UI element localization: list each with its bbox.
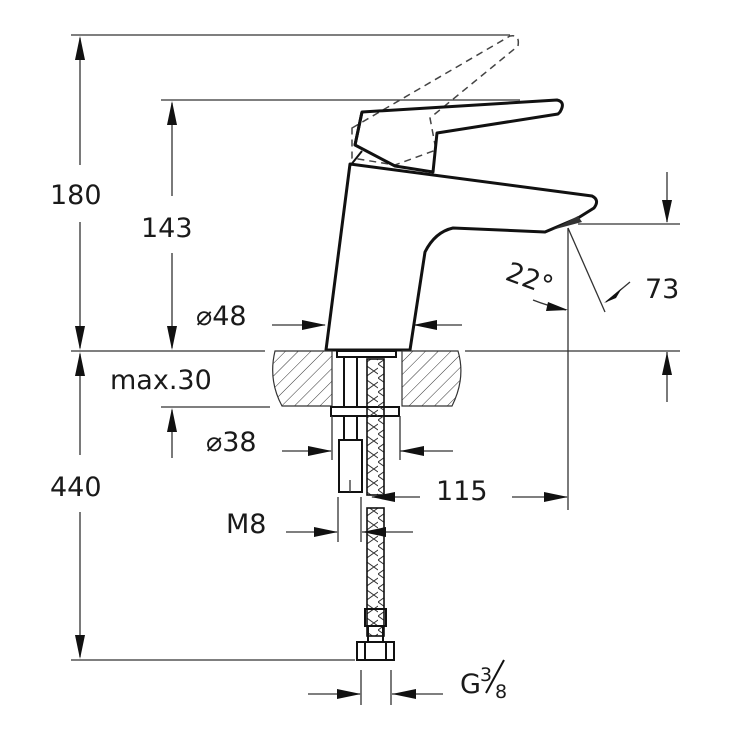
- label-m8: M8: [226, 509, 266, 540]
- countertop-section: [272, 350, 462, 407]
- label-143: 143: [141, 213, 193, 244]
- label-g-thread-denominator: 8: [495, 681, 507, 703]
- label-440: 440: [50, 472, 102, 503]
- dimension-440: 440: [50, 472, 102, 659]
- label-73: 73: [645, 274, 679, 305]
- label-diameter-38: ⌀38: [206, 427, 257, 458]
- faucet-body: [324, 162, 606, 352]
- label-angle-22: 22°: [502, 257, 558, 302]
- flexible-hose: [356, 358, 395, 661]
- mounting-hardware: [330, 350, 400, 493]
- dimension-73: 73: [604, 172, 679, 402]
- dimension-143: 143: [141, 101, 193, 350]
- reference-lines: [71, 34, 680, 661]
- label-115: 115: [436, 476, 488, 507]
- label-180: 180: [50, 180, 102, 211]
- lever-handle: [349, 98, 564, 174]
- dimension-m8: M8: [226, 497, 413, 542]
- lever-open-position-outline: [351, 34, 520, 166]
- dimension-angle-22: 22°: [502, 257, 568, 311]
- dimension-diameter-48: ⌀48: [196, 301, 462, 332]
- label-diameter-48: ⌀48: [196, 301, 247, 332]
- label-max-30: max.30: [110, 365, 212, 396]
- dimension-g-3-8: G 3 8: [308, 659, 507, 705]
- dimension-diameter-38: ⌀38: [206, 416, 453, 460]
- dimension-180: 180: [50, 36, 102, 350]
- label-g-thread: G: [460, 669, 481, 700]
- label-g-thread-numerator: 3: [480, 664, 492, 686]
- dimension-max-30: max.30: [75, 352, 212, 458]
- dimension-115: 115: [371, 476, 568, 507]
